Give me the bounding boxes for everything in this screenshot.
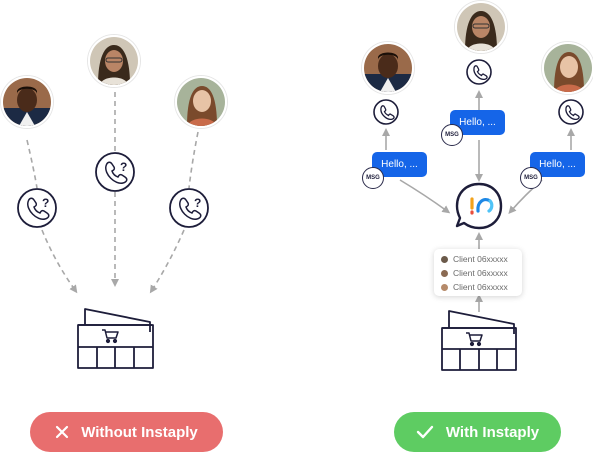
message-bubble: Hello, ... xyxy=(450,110,505,135)
msg-badge: MSG xyxy=(520,167,542,189)
svg-text:?: ? xyxy=(194,196,201,210)
dashed-arrow-right-lower xyxy=(149,229,185,294)
x-icon xyxy=(55,425,69,439)
phone-icon xyxy=(558,99,584,125)
msg-badge: MSG xyxy=(362,167,384,189)
without-instaply-label: Without Instaply xyxy=(81,423,198,441)
instaply-chat-icon xyxy=(455,182,503,230)
client-avatar xyxy=(441,269,448,277)
client-avatar xyxy=(441,283,448,291)
phone-question-icon: ? xyxy=(169,188,209,228)
dashed-arrow-left xyxy=(26,139,38,189)
store-icon xyxy=(77,308,154,369)
check-icon xyxy=(416,425,434,439)
client-row: Client 06xxxxx xyxy=(434,280,522,294)
avatar-man xyxy=(362,42,414,94)
dashed-arrow-left-lower xyxy=(41,229,78,294)
without-instaply-pill: Without Instaply xyxy=(30,412,223,452)
avatar-woman-center xyxy=(88,35,140,87)
client-label: Client 06xxxxx xyxy=(453,268,508,278)
avatar-woman-center xyxy=(455,1,507,53)
avatar-woman-right xyxy=(175,76,227,128)
svg-text:?: ? xyxy=(120,160,127,174)
left-dashed-arrows xyxy=(26,92,199,294)
avatar-man xyxy=(1,76,53,128)
right-solid-arrows xyxy=(382,90,575,312)
phone-icon xyxy=(373,99,399,125)
client-list-card: Client 06xxxxx Client 06xxxxx Client 06x… xyxy=(434,249,522,296)
dashed-arrow-right xyxy=(188,131,199,189)
client-row: Client 06xxxxx xyxy=(434,252,522,266)
with-instaply-label: With Instaply xyxy=(445,423,540,441)
store-icon xyxy=(441,310,517,371)
client-row: Client 06xxxxx xyxy=(434,266,522,280)
client-avatar xyxy=(441,255,448,263)
msg-badge: MSG xyxy=(441,124,463,146)
avatar-woman-right xyxy=(542,42,593,94)
phone-question-icon: ? xyxy=(17,188,57,228)
phone-question-icon: ? xyxy=(95,152,135,192)
phone-icon xyxy=(466,59,492,85)
arrow-left-down-to-hub xyxy=(399,179,451,214)
svg-text:?: ? xyxy=(42,196,49,210)
with-instaply-pill: With Instaply xyxy=(394,412,561,452)
client-label: Client 06xxxxx xyxy=(453,254,508,264)
client-label: Client 06xxxxx xyxy=(453,282,508,292)
